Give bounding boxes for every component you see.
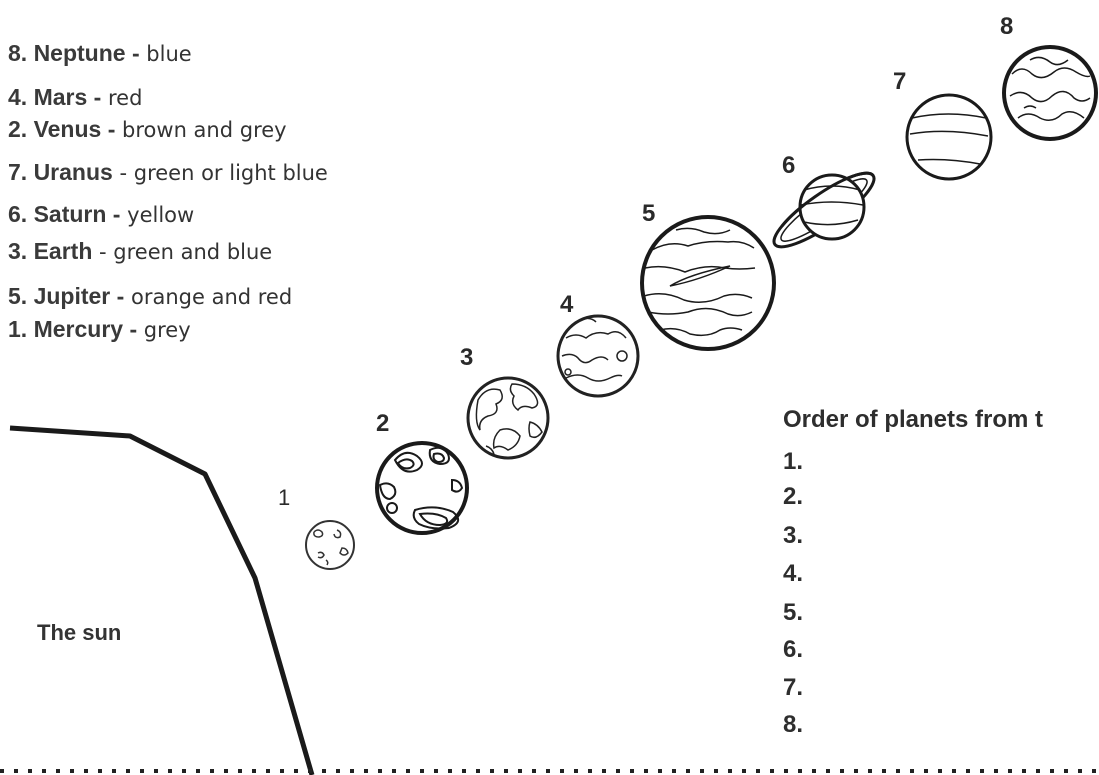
mars-planet [556, 314, 640, 398]
legend-color: yellow [120, 203, 195, 227]
legend-color: orange and red [124, 285, 293, 309]
legend-planet: 3. Earth [8, 238, 93, 264]
legend-planet: 7. Uranus [8, 159, 113, 185]
legend-color: - green or light blue [112, 161, 328, 185]
order-blank-8: 8. [783, 711, 804, 738]
legend-planet: 8. Neptune - [8, 40, 140, 66]
legend-planet: 2. Venus - [8, 116, 116, 142]
legend-color: brown and grey [115, 118, 287, 142]
order-title: Order of planets from t [783, 406, 1044, 433]
neptune-planet [1002, 45, 1098, 141]
order-blank-2: 2. [783, 483, 804, 510]
uranus-planet [905, 93, 993, 181]
legend-line-mercury: 1. Mercury - grey [8, 316, 191, 343]
legend-planet: 6. Saturn - [8, 201, 121, 227]
planet-number-1: 1 [278, 485, 291, 510]
order-blank-7: 7. [783, 674, 804, 701]
legend-color: blue [139, 42, 192, 66]
planet-number-4: 4 [560, 291, 574, 318]
planet-number-8: 8 [1000, 13, 1014, 40]
earth-planet [466, 376, 550, 460]
order-blank-6: 6. [783, 636, 804, 663]
legend-line-neptune: 8. Neptune - blue [8, 40, 192, 67]
legend-planet: 5. Jupiter - [8, 283, 125, 309]
legend-line-saturn: 6. Saturn - yellow [8, 201, 194, 228]
sun-label: The sun [37, 620, 122, 645]
planet-number-7: 7 [893, 68, 907, 95]
order-blank-3: 3. [783, 522, 804, 549]
order-blank-1: 1. [783, 448, 804, 475]
saturn-planet [772, 171, 876, 249]
legend-line-venus: 2. Venus - brown and grey [8, 116, 287, 143]
planet-number-6: 6 [782, 152, 796, 179]
legend-planet: 1. Mercury - [8, 316, 138, 342]
legend-line-uranus: 7. Uranus - green or light blue [8, 159, 328, 186]
legend-color: red [101, 86, 143, 110]
legend-line-mars: 4. Mars - red [8, 84, 142, 111]
jupiter-planet [640, 215, 776, 351]
venus-planet [375, 441, 469, 535]
legend-line-earth: 3. Earth - green and blue [8, 238, 272, 265]
planet-number-5: 5 [642, 200, 656, 227]
planet-number-2: 2 [376, 410, 390, 437]
sun-outline [9, 425, 315, 775]
order-blank-5: 5. [783, 599, 804, 626]
mercury-planet [305, 520, 355, 570]
legend-planet: 4. Mars - [8, 84, 102, 110]
legend-color: grey [137, 318, 191, 342]
legend-color: - green and blue [92, 240, 273, 264]
order-blank-4: 4. [783, 560, 804, 587]
legend-line-jupiter: 5. Jupiter - orange and red [8, 283, 292, 310]
planet-number-3: 3 [460, 344, 474, 371]
